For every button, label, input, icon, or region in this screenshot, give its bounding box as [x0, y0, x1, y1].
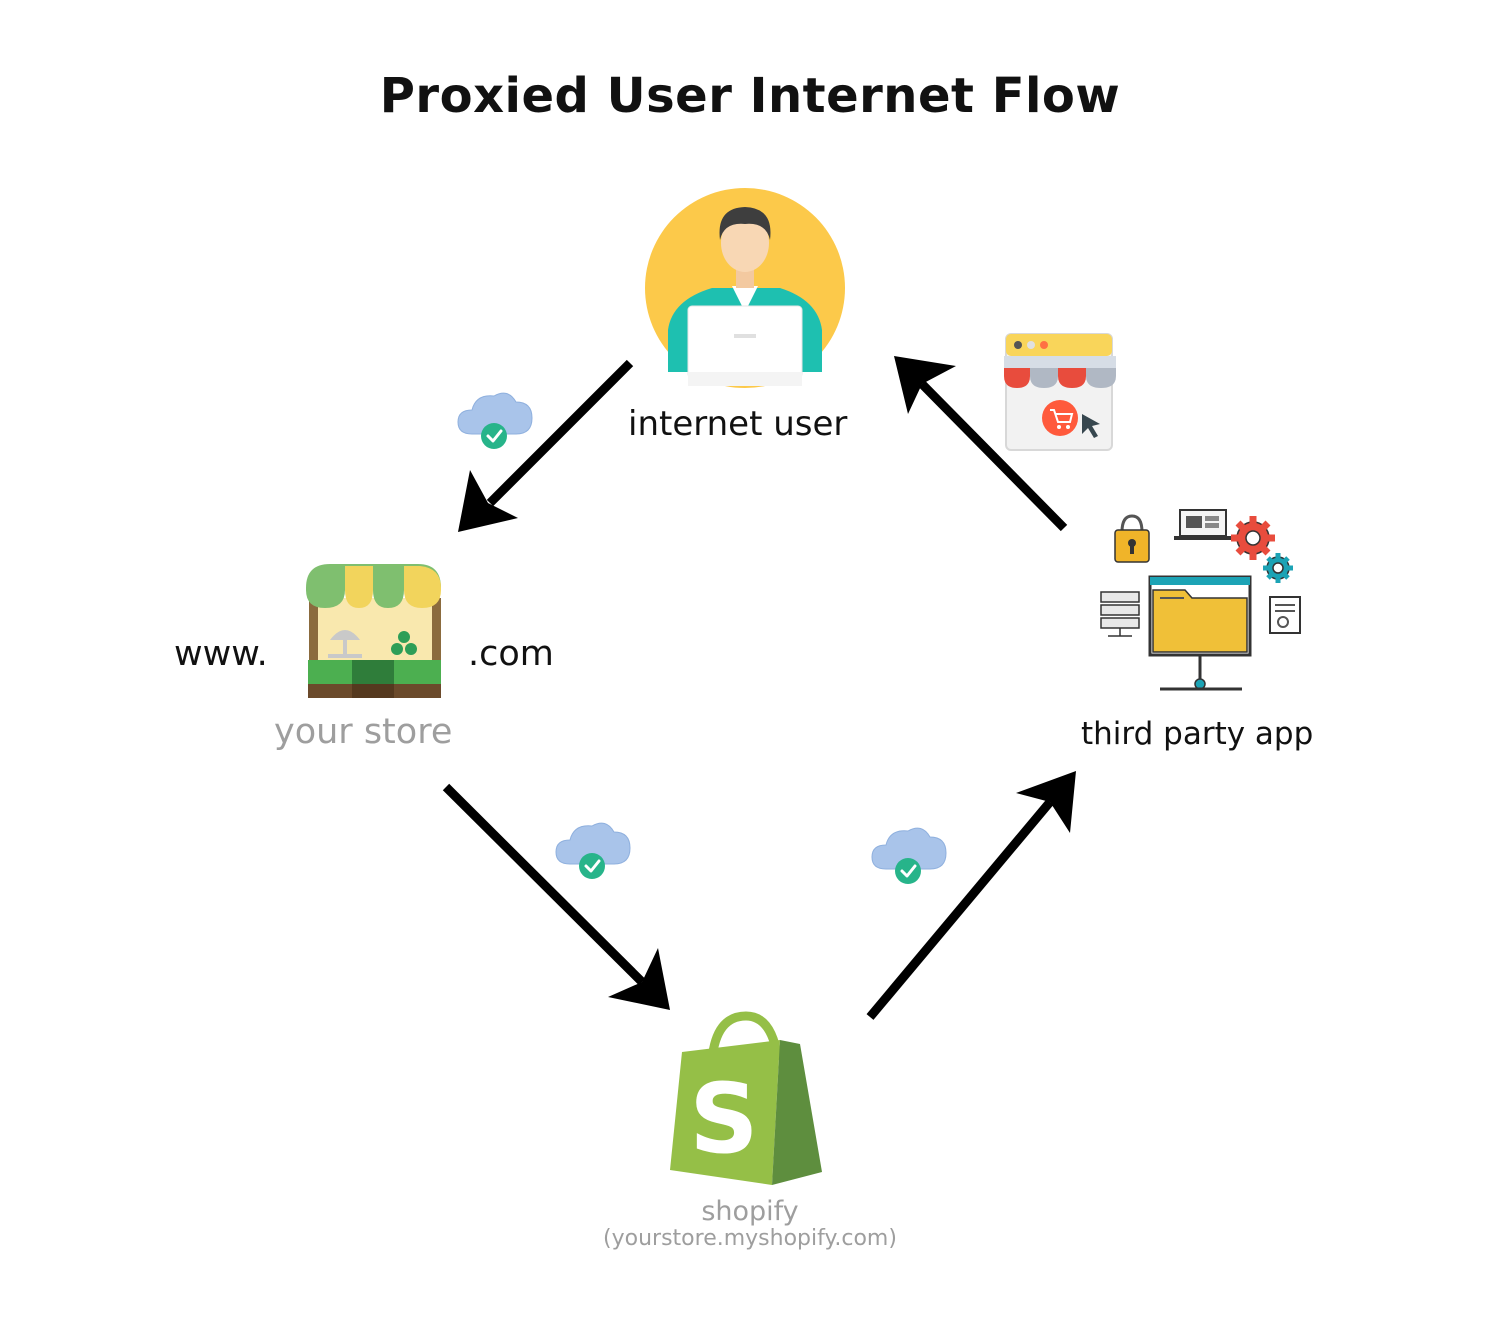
- arrow-app-to-user: [894, 356, 1068, 532]
- com-suffix-label: .com: [468, 634, 554, 674]
- user-laptop-icon: [645, 188, 845, 388]
- app-network-icon: [1100, 509, 1301, 691]
- cloud-check-icon: [554, 821, 632, 881]
- internet-user-label: internet user: [628, 404, 848, 444]
- your-store-label: your store: [274, 712, 453, 752]
- online-shop-window-icon: [1004, 333, 1116, 451]
- www-prefix-label: www.: [174, 634, 268, 674]
- arrow-store-to-shopify: [442, 783, 670, 1010]
- svg-text:S: S: [689, 1063, 758, 1175]
- arrow-shopify-to-app: [866, 771, 1076, 1020]
- shopify-url-label: (yourstore.myshopify.com): [603, 1226, 897, 1251]
- arrow-user-to-store: [458, 359, 634, 532]
- cloud-check-icon: [870, 826, 948, 886]
- diagram-title: Proxied User Internet Flow: [379, 68, 1121, 124]
- third-party-app-label: third party app: [1081, 716, 1314, 752]
- cloud-check-icon: [456, 391, 534, 451]
- shopify-label: shopify: [701, 1196, 799, 1227]
- storefront-icon: [306, 564, 441, 698]
- shopify-bag-icon: S: [670, 1011, 822, 1185]
